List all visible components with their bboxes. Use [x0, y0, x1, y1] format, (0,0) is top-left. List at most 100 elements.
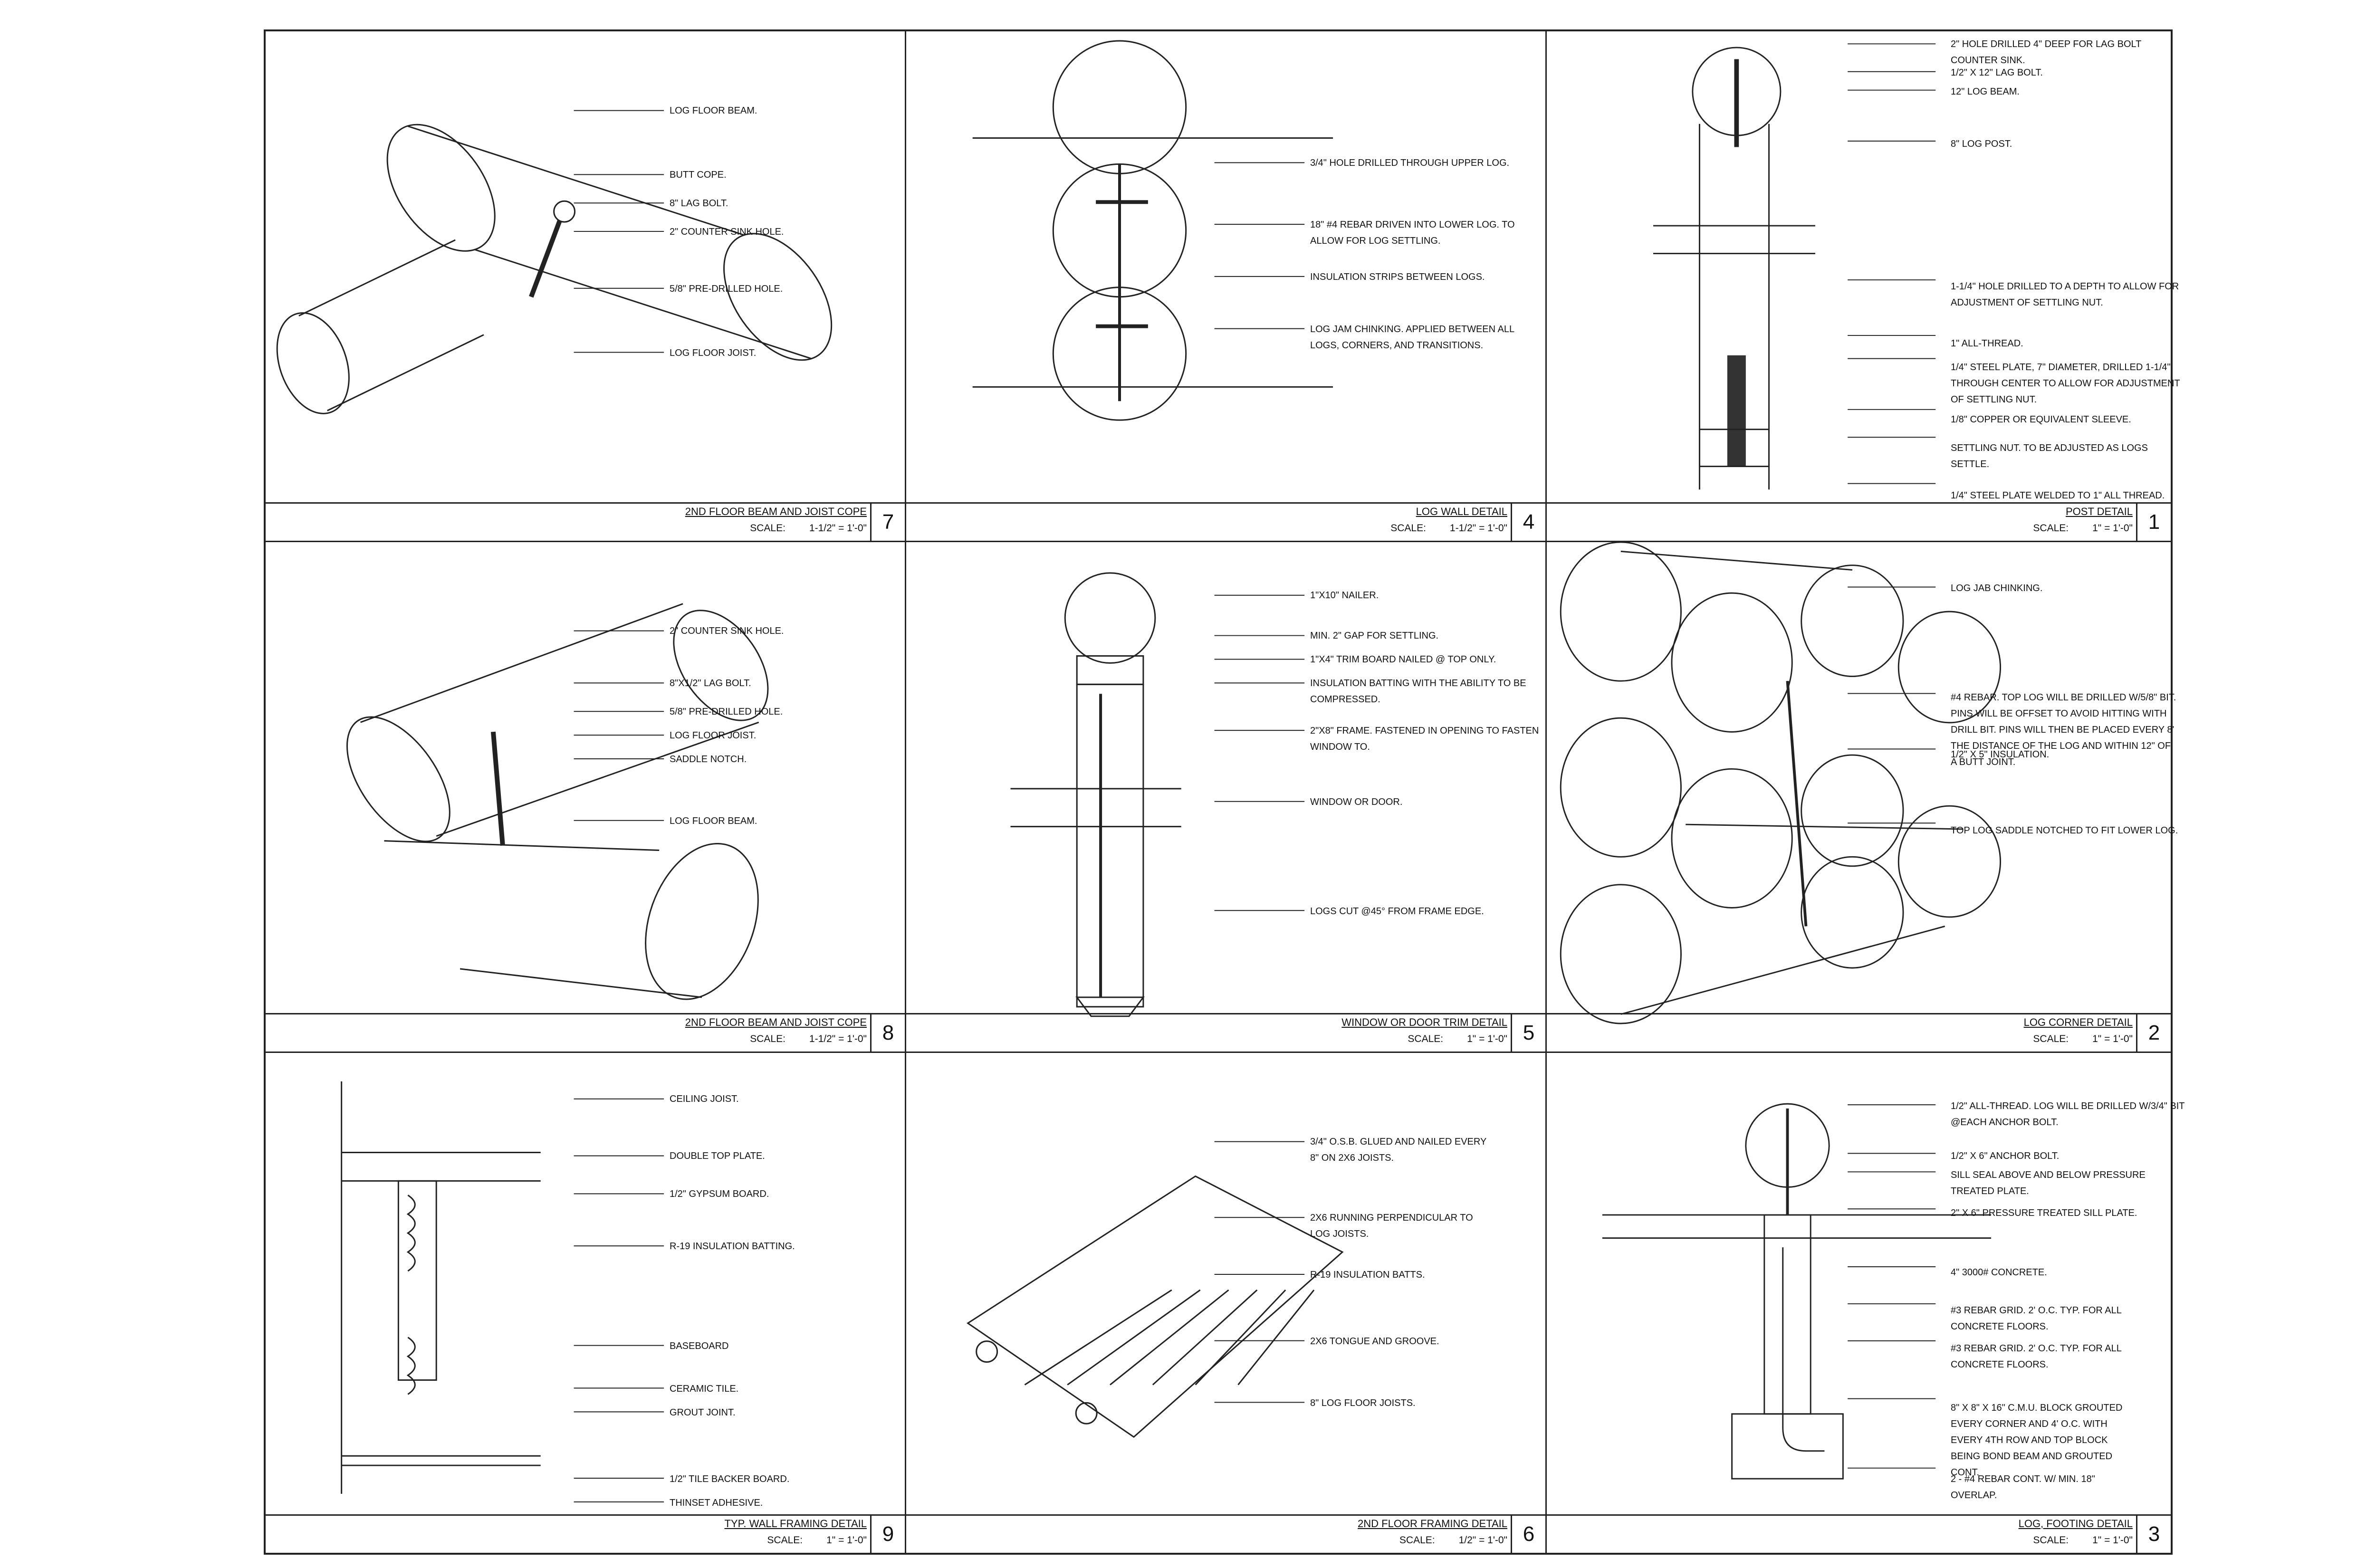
scale-label: SCALE: — [1390, 523, 1426, 534]
callout-line: 2" x 6" PRESSURE TREATED SILL PLATE. — [1951, 1208, 2137, 1218]
callout-line: INSULATION BATTING WITH THE ABILITY TO B… — [1310, 678, 1526, 688]
beam-joist-cope-drawing — [276, 110, 833, 414]
callout-line: 3/4" O.S.B. GLUED AND NAILED EVERY — [1310, 1137, 1487, 1147]
callout-line: CONCRETE FLOORS. — [1951, 1359, 2049, 1370]
detail-number: 6 — [1511, 1516, 1545, 1553]
callout-line: 2"x8" FRAME. FASTENED IN OPENING TO FAST… — [1310, 726, 1539, 736]
post-drawing — [1653, 43, 1936, 490]
callout-label: LOG FLOOR BEAM. — [670, 813, 757, 829]
callout-line: CONT. — [1951, 1467, 1979, 1478]
callout-label: LOG FLOOR BEAM. — [670, 103, 757, 119]
callout-line: #4 REBAR. TOP LOG WILL BE DRILLED W/5/8"… — [1951, 692, 2176, 703]
detail-scale: SCALE:1/2" = 1'-0" — [1399, 1535, 1507, 1546]
callout-line: 1/2" GYPSUM BOARD. — [670, 1189, 769, 1199]
callout-line: 1/2" x 5" INSULATION. — [1951, 749, 2050, 760]
callout-line: CONCRETE FLOORS. — [1951, 1321, 2049, 1332]
callout-label: 1-1/4" HOLE DRILLED TO A DEPTH TO ALLOW … — [1951, 278, 2179, 311]
callout-line: WINDOW TO. — [1310, 742, 1370, 752]
callout-line: LOG FLOOR BEAM. — [670, 816, 757, 826]
callout-line: A BUTT JOINT. — [1951, 757, 2016, 767]
callout-label: R-19 INSULATION BATTS. — [1310, 1267, 1425, 1283]
callout-label: #4 REBAR. TOP LOG WILL BE DRILLED W/5/8"… — [1951, 689, 2176, 770]
beam-end — [386, 124, 496, 252]
callout-line: #3 REBAR GRID. 2' O.C. TYP. FOR ALL — [1951, 1305, 2122, 1316]
detail-number: 9 — [870, 1516, 905, 1553]
detail-title: WINDOW OR DOOR TRIM DETAIL — [1341, 1016, 1507, 1028]
subfloor — [967, 1175, 1344, 1438]
callout-line: BASEBOARD — [670, 1341, 729, 1351]
callout-line: 1/4" STEEL PLATE WELDED TO 1" ALL THREAD… — [1951, 490, 2165, 501]
callout-line: OVERLAP. — [1951, 1490, 1997, 1501]
callout-line: @EACH ANCHOR BOLT. — [1951, 1117, 2059, 1128]
callout-label: 2" COUNTER SINK HOLE. — [670, 224, 784, 240]
callout-line: COMPRESSED. — [1310, 694, 1380, 705]
title-block: 2ND FLOOR FRAMING DETAIL SCALE:1/2" = 1'-… — [906, 1514, 1545, 1553]
callout-line: 2" COUNTER SINK HOLE. — [670, 626, 784, 636]
callout-label: 8" LAG BOLT. — [670, 195, 728, 211]
callout-label: BUTT COPE. — [670, 167, 727, 183]
callout-line: R-19 INSULATION BATTS. — [1310, 1270, 1425, 1280]
callout-line: R-19 INSULATION BATTING. — [670, 1241, 795, 1252]
callout-line: 2" COUNTER SINK HOLE. — [670, 227, 784, 237]
callout-line: LOG FLOOR JOIST. — [670, 348, 757, 358]
detail-scale: SCALE:1-1/2" = 1'-0" — [750, 1033, 867, 1045]
callout-line: LOGS CUT @45° FROM FRAME EDGE. — [1310, 906, 1484, 917]
callout-line: 5/8" PRE-DRILLED HOLE. — [670, 707, 783, 717]
detail-scale: SCALE:1" = 1'-0" — [1408, 1033, 1507, 1045]
callout-label: CERAMIC TILE. — [670, 1381, 738, 1397]
callout-label: 2" COUNTER SINK HOLE. — [670, 623, 784, 639]
callout-line: 3/4" HOLE DRILLED THROUGH UPPER LOG. — [1310, 158, 1510, 168]
callout-label: 1/2" TILE BACKER BOARD. — [670, 1471, 789, 1487]
callout-label: 8" LOG FLOOR JOISTS. — [1310, 1395, 1416, 1411]
detail-title: 2ND FLOOR FRAMING DETAIL — [1358, 1518, 1507, 1530]
callout-label: 5/8" PRE-DRILLED HOLE. — [670, 281, 783, 297]
floor-framing-drawing — [967, 1141, 1344, 1438]
detail-panel-5: 1"x10" NAILER.MIN. 2" GAP FOR SETTLING.1… — [906, 542, 1547, 1053]
callout-line: BEING BOND BEAM AND GROUTED — [1951, 1451, 2113, 1462]
scale-value: 1-1/2" = 1'-0" — [809, 1033, 867, 1044]
scale-label: SCALE: — [1408, 1033, 1444, 1044]
callout-line: OF SETTLING NUT. — [1951, 394, 2037, 405]
detail-number: 8 — [870, 1014, 905, 1052]
callout-line: LOG JAM CHINKING. APPLIED BETWEEN ALL — [1310, 324, 1515, 335]
callout-line: 1"x4" TRIM BOARD NAILED @ TOP ONLY. — [1310, 654, 1496, 665]
wall-framing-drawing — [341, 1081, 664, 1502]
callout-line: EVERY CORNER AND 4' O.C. WITH — [1951, 1419, 2108, 1429]
callout-label: LOG JAB CHINKING. — [1951, 580, 2042, 596]
callout-line: 1/2" x 6" ANCHOR BOLT. — [1951, 1151, 2060, 1161]
scale-label: SCALE: — [1399, 1535, 1435, 1546]
callout-line: SETTLING NUT. TO BE ADJUSTED AS LOGS — [1951, 443, 2148, 453]
callout-label: SILL SEAL ABOVE AND BELOW PRESSURE TREATE… — [1951, 1167, 2146, 1199]
callout-label: INSULATION BATTING WITH THE ABILITY TO B… — [1310, 675, 1526, 708]
detail-scale: SCALE:1" = 1'-0" — [2033, 1033, 2133, 1045]
detail-panel-9: CEILING JOIST. DOUBLE TOP PLATE. 1/2" GYPS… — [266, 1053, 906, 1553]
callout-line: THINSET ADHESIVE. — [670, 1498, 763, 1508]
callout-label: DOUBLE TOP PLATE. — [670, 1148, 765, 1164]
scale-value: 1-1/2" = 1'-0" — [1449, 523, 1507, 534]
callout-line: SILL SEAL ABOVE AND BELOW PRESSURE — [1951, 1170, 2146, 1180]
callout-line: LOGS, CORNERS, AND TRANSITIONS. — [1310, 340, 1484, 351]
callout-line: CERAMIC TILE. — [670, 1384, 739, 1394]
callout-label: 1/4" STEEL PLATE, 7" DIAMETER, DRILLED 1… — [1951, 359, 2180, 408]
scale-value: 1-1/2" = 1'-0" — [809, 523, 867, 534]
callout-line: 2x6 RUNNING PERPENDICULAR TO — [1310, 1213, 1473, 1223]
callout-line: 1/2" ALL-THREAD. LOG WILL BE DRILLED W/3… — [1951, 1101, 2185, 1111]
callout-label: 1/2" x 12" LAG BOLT. — [1951, 65, 2043, 81]
callout-label: R-19 INSULATION BATTING. — [670, 1238, 795, 1254]
callout-label: CEILING JOIST. — [670, 1091, 739, 1107]
callout-label: 8" x 8" x 16" C.M.U. BLOCK GROUTEDEVERY … — [1951, 1400, 2122, 1481]
detail-number: 1 — [2136, 504, 2171, 541]
detail-scale: SCALE:1" = 1'-0" — [767, 1535, 867, 1546]
callout-line: TREATED PLATE. — [1951, 1186, 2029, 1196]
callout-label: 4" 3000# CONCRETE. — [1951, 1264, 2047, 1281]
